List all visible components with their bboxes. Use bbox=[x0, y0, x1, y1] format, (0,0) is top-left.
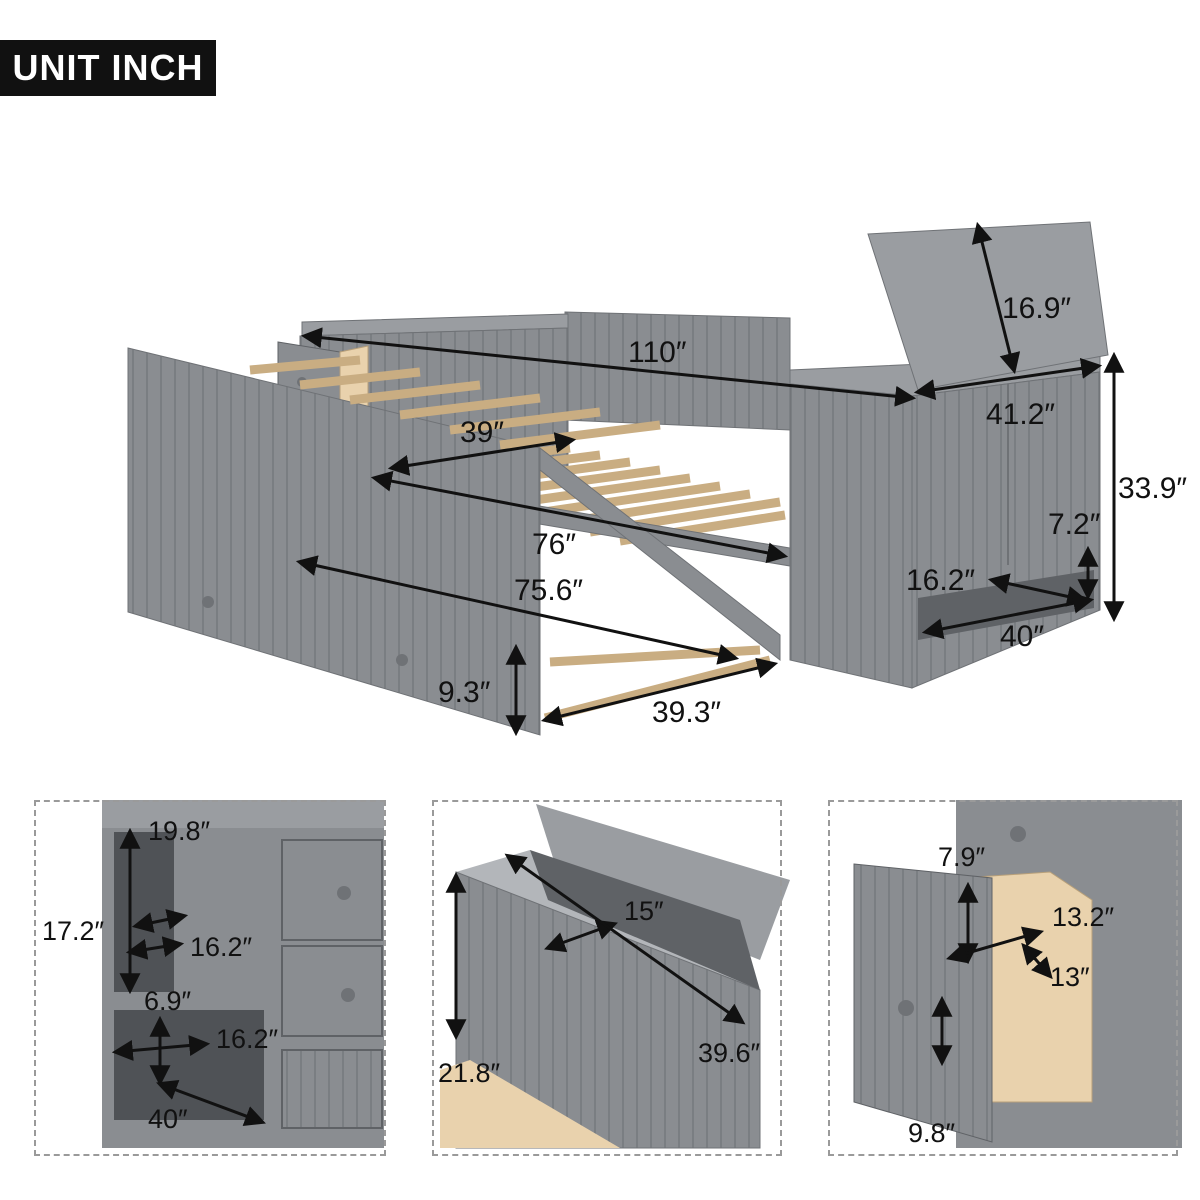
dim-right-front-h: 9.8″ bbox=[908, 1118, 956, 1148]
dim-left-niche-d: 16.2″ bbox=[190, 932, 253, 962]
dim-mid-inner-length: 39.6″ bbox=[698, 1038, 761, 1068]
detail-frame-left bbox=[34, 800, 386, 1156]
dim-right-drawer-h: 7.9″ bbox=[938, 842, 986, 872]
detail-panel-mid: 15″ 21.8″ 39.6″ bbox=[438, 804, 790, 1149]
dim-mid-inner-height: 21.8″ bbox=[438, 1058, 501, 1088]
dim-left-shelf-h: 6.9″ bbox=[144, 986, 192, 1016]
dim-shelf-opening-h: 7.2″ bbox=[1048, 508, 1101, 541]
dim-right-drawer-w: 13.2″ bbox=[1052, 902, 1115, 932]
main-dimension-labels: 110″ 16.9″ 41.2″ 33.9″ 39″ 76″ 75.6″ 7.2… bbox=[438, 292, 1187, 729]
dim-trundle-length: 75.6″ bbox=[514, 574, 583, 607]
right-cabinet-side bbox=[789, 383, 913, 689]
dim-storage-depth: 41.2″ bbox=[986, 398, 1055, 431]
detail-frame-mid bbox=[432, 800, 782, 1156]
detail-frame-right bbox=[828, 800, 1178, 1156]
dim-left-shelf-d: 16.2″ bbox=[216, 1024, 279, 1054]
dim-shelf-width: 40″ bbox=[1000, 620, 1044, 653]
detail-panel-right: 7.9″ 13.2″ 13″ 9.8″ bbox=[853, 800, 1182, 1148]
main-dimensions bbox=[295, 221, 1125, 737]
dim-mid-inner-depth: 15″ bbox=[624, 896, 664, 926]
dim-mattress-length: 76″ bbox=[532, 528, 576, 561]
dim-left-top-w: 19.8″ bbox=[148, 816, 211, 846]
dim-lid-height: 16.9″ bbox=[1002, 292, 1071, 325]
dim-height-total: 33.9″ bbox=[1118, 472, 1187, 505]
dim-shelf-depth: 16.2″ bbox=[906, 564, 975, 597]
dim-trundle-width: 39.3″ bbox=[652, 696, 721, 729]
dim-mattress-width: 39″ bbox=[460, 416, 504, 449]
dim-left-shelf-w: 40″ bbox=[148, 1104, 188, 1134]
unit-label-badge: UNIT INCH bbox=[0, 40, 216, 96]
dim-trundle-height: 9.3″ bbox=[438, 676, 491, 709]
dim-left-side-h: 17.2″ bbox=[42, 916, 105, 946]
detail-panel-left: 19.8″ 17.2″ 16.2″ 6.9″ 16.2″ 40″ bbox=[42, 800, 384, 1148]
dim-right-drawer-d: 13″ bbox=[1050, 962, 1090, 992]
dim-width-total: 110″ bbox=[628, 336, 687, 369]
